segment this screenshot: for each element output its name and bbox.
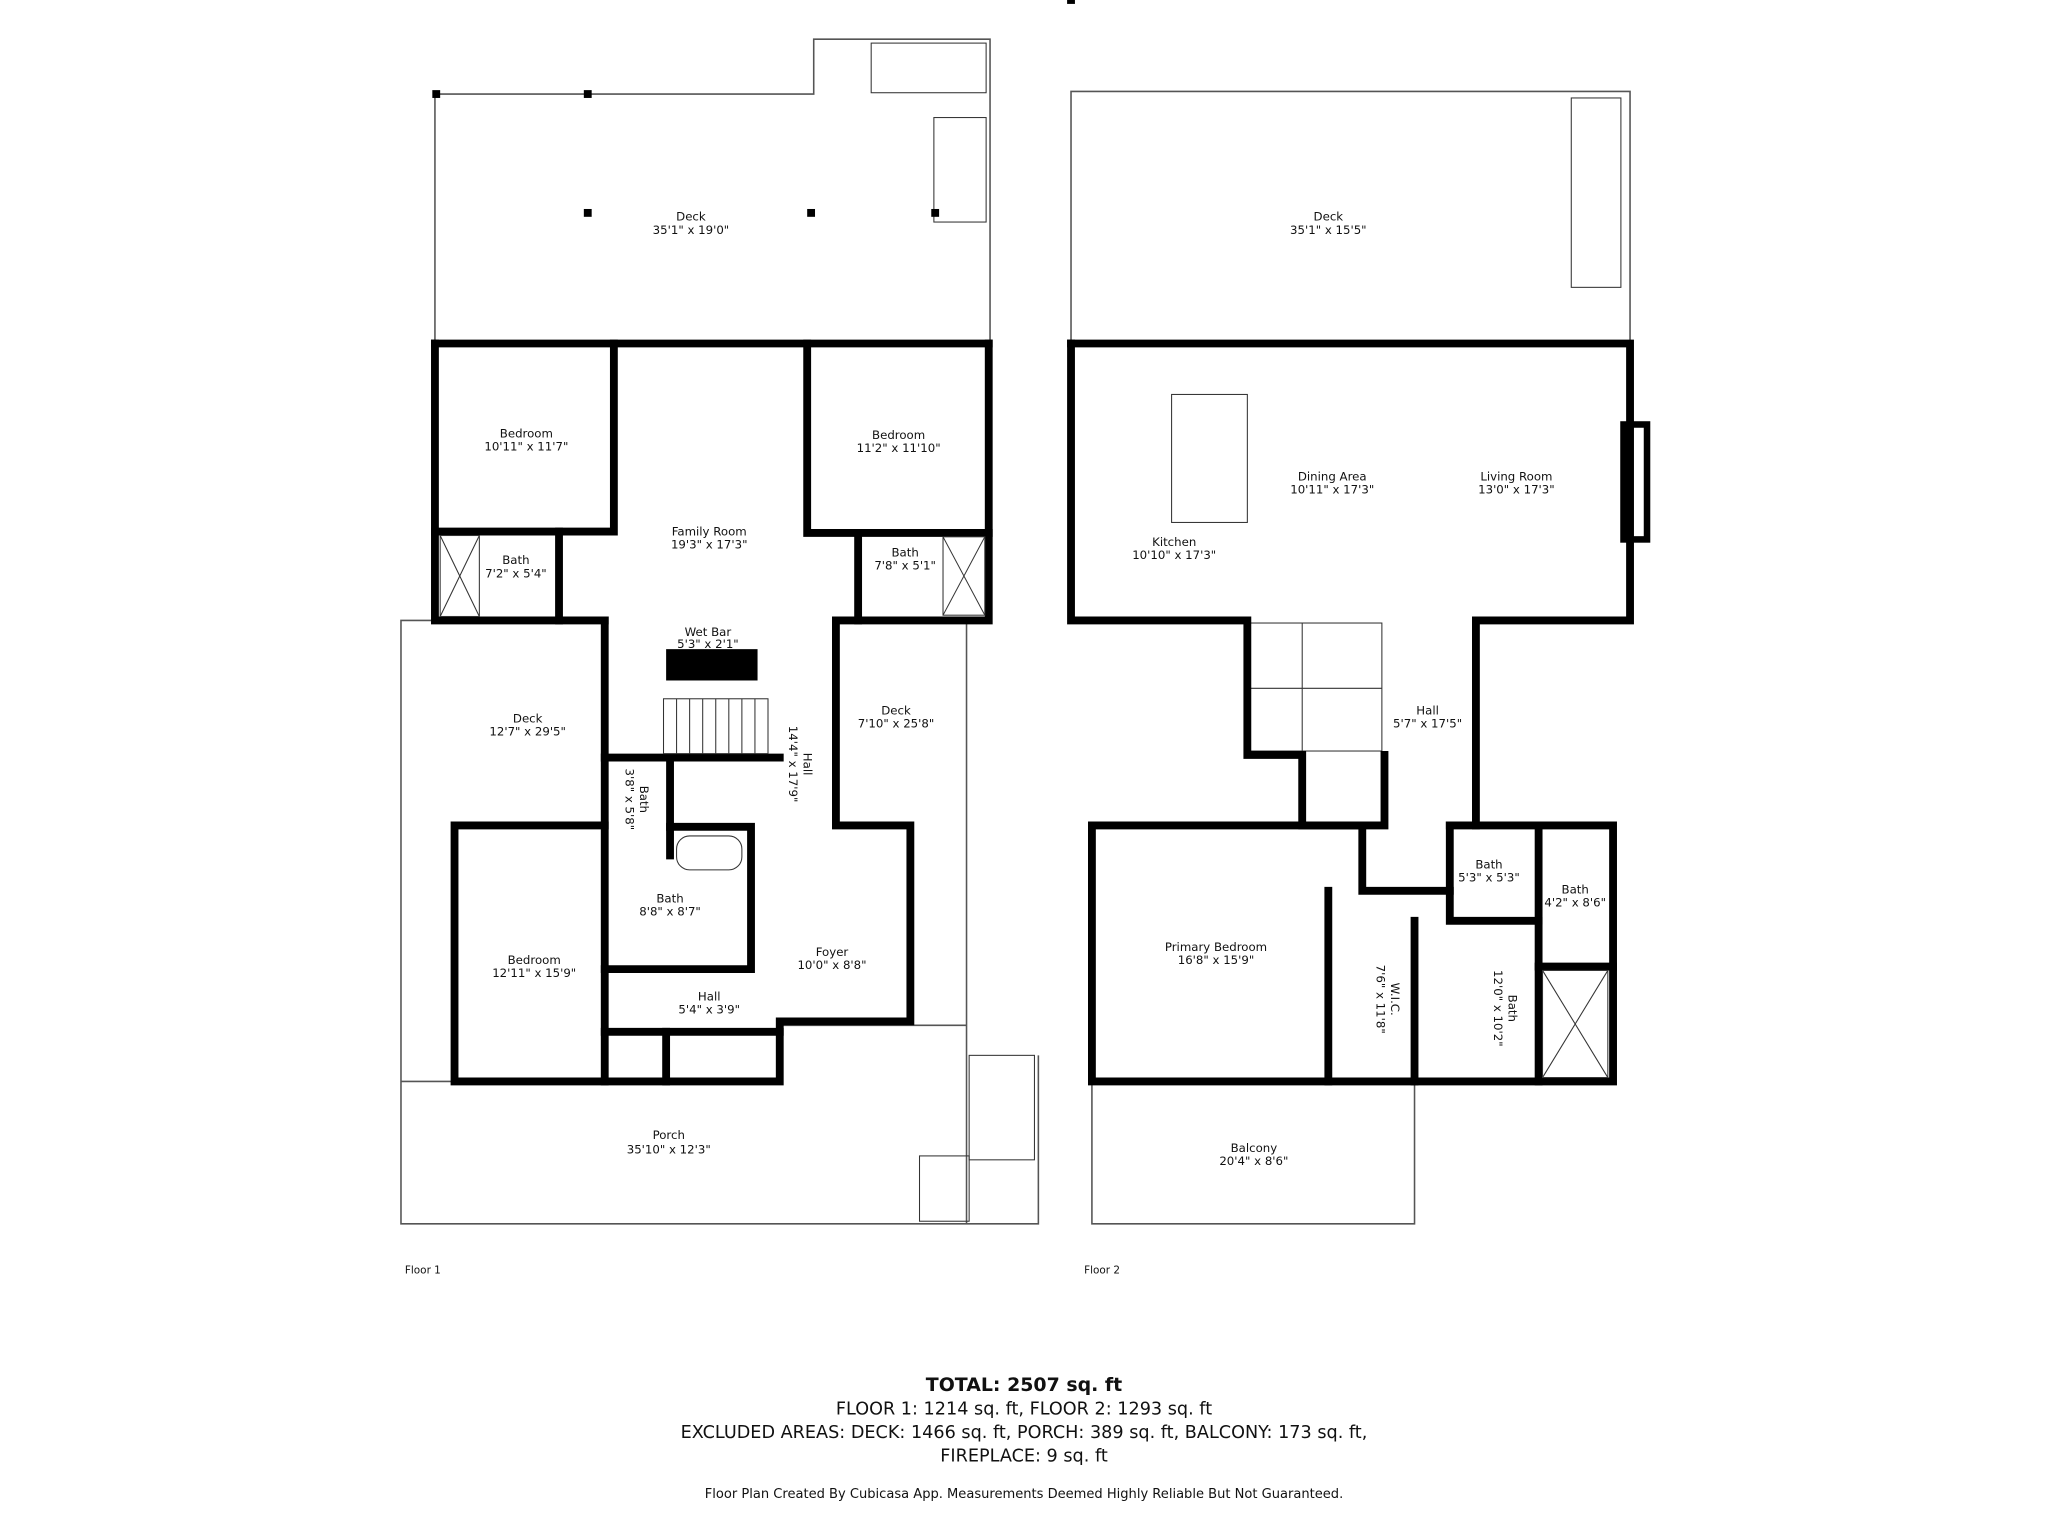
stairs-icon (1246, 97, 1622, 752)
room-dims: 3'8" x 5'8" (623, 769, 637, 831)
room-name: Foyer (816, 945, 849, 959)
wet-bar-counter (666, 649, 758, 681)
floor-1-walls (431, 0, 1075, 1086)
area-summary: TOTAL: 2507 sq. ft FLOOR 1: 1214 sq. ft,… (681, 1374, 1368, 1502)
room-dims: 5'4" x 3'9" (678, 1003, 740, 1017)
stairs-icon (870, 42, 1035, 1222)
room-name: Bath (502, 553, 529, 567)
room-name: Kitchen (1152, 535, 1196, 549)
room-dims: 19'3" x 17'3" (671, 538, 748, 552)
room-dims: 35'1" x 15'5" (1290, 223, 1367, 237)
floor-1-plan: Deck 35'1" x 19'0" Bedroom 10'11" x 11'7… (400, 0, 1075, 1276)
floor-label: Floor 2 (1084, 1264, 1120, 1276)
stairs-icon (662, 698, 769, 755)
room-name: Family Room (672, 525, 747, 539)
floor-2-plan: Deck 35'1" x 15'5" Dining Area 10'11" x … (1067, 90, 1651, 1276)
room-dims: 10'0" x 8'8" (797, 958, 866, 972)
room-name: Deck (676, 210, 706, 224)
kitchen-island (1171, 393, 1248, 523)
total-area: TOTAL: 2507 sq. ft (926, 1374, 1122, 1396)
room-name: Bath (1506, 995, 1520, 1022)
room-dims: 14'4" x 17'9" (786, 726, 800, 803)
deck-outline (1070, 90, 1631, 344)
room-dims: 7'10" x 25'8" (858, 717, 935, 731)
room-name: Living Room (1480, 470, 1552, 484)
room-name: Deck (1314, 210, 1344, 224)
disclaimer: Floor Plan Created By Cubicasa App. Meas… (705, 1487, 1343, 1502)
room-name: Deck (881, 703, 911, 717)
excluded-areas-cont: FIREPLACE: 9 sq. ft (940, 1447, 1108, 1467)
room-name: Bath (1475, 858, 1502, 872)
room-dims: 5'7" x 17'5" (1393, 717, 1462, 731)
room-name: Hall (698, 989, 721, 1003)
room-dims: 5'3" x 2'1" (677, 637, 739, 651)
room-dims: 10'11" x 11'7" (484, 440, 568, 454)
room-name: Dining Area (1298, 470, 1367, 484)
room-dims: 20'4" x 8'6" (1219, 1154, 1288, 1168)
room-name: Deck (513, 711, 543, 725)
porch-outline (400, 619, 1040, 1225)
room-name: Bedroom (500, 427, 553, 441)
room-dims: 5'3" x 5'3" (1458, 871, 1520, 885)
floor-2-room-labels: Deck 35'1" x 15'5" Dining Area 10'11" x … (1132, 210, 1606, 1168)
deck-outline (434, 38, 991, 344)
fireplace-icon (1620, 421, 1651, 543)
room-dims: 12'11" x 15'9" (492, 966, 576, 980)
room-name: Primary Bedroom (1165, 940, 1267, 954)
room-dims: 10'10" x 17'3" (1132, 548, 1216, 562)
floor-2-walls (1067, 339, 1634, 1086)
room-name: Bath (637, 786, 651, 813)
room-dims: 35'10" x 12'3" (627, 1142, 711, 1156)
room-dims: 10'11" x 17'3" (1290, 483, 1374, 497)
deck-posts (432, 90, 940, 217)
room-dims: 12'7" x 29'5" (489, 724, 566, 738)
room-dims: 7'2" x 5'4" (485, 566, 547, 580)
room-name: Bath (891, 545, 918, 559)
room-name: W.I.C. (1388, 983, 1402, 1016)
excluded-areas: EXCLUDED AREAS: DECK: 1466 sq. ft, PORCH… (681, 1423, 1368, 1443)
shower-icon (1542, 969, 1609, 1079)
floor-1-room-labels: Deck 35'1" x 19'0" Bedroom 10'11" x 11'7… (484, 210, 940, 1157)
room-dims: 35'1" x 19'0" (653, 223, 730, 237)
balcony-outline (1091, 1081, 1416, 1225)
room-name: Bath (1562, 882, 1589, 896)
room-dims: 4'2" x 8'6" (1544, 895, 1606, 909)
room-name: Hall (1416, 703, 1439, 717)
room-dims: 7'8" x 5'1" (874, 558, 936, 572)
floor-areas: FLOOR 1: 1214 sq. ft, FLOOR 2: 1293 sq. … (836, 1400, 1212, 1420)
room-name: Bedroom (508, 953, 561, 967)
room-dims: 12'0" x 10'2" (1491, 970, 1505, 1047)
room-dims: 13'0" x 17'3" (1478, 483, 1555, 497)
shower-icon (439, 534, 986, 871)
room-name: Bedroom (872, 428, 925, 442)
room-dims: 16'8" x 15'9" (1178, 953, 1255, 967)
room-dims: 11'2" x 11'10" (857, 441, 941, 455)
room-name: Balcony (1231, 1141, 1278, 1155)
room-dims: 7'6" x 11'8" (1374, 965, 1388, 1034)
room-name: Wet Bar (685, 625, 732, 639)
room-name: Porch (653, 1128, 685, 1142)
floor-label: Floor 1 (405, 1264, 441, 1276)
room-name: Bath (656, 892, 683, 906)
room-dims: 8'8" x 8'7" (639, 905, 701, 919)
room-name: Hall (800, 753, 814, 776)
